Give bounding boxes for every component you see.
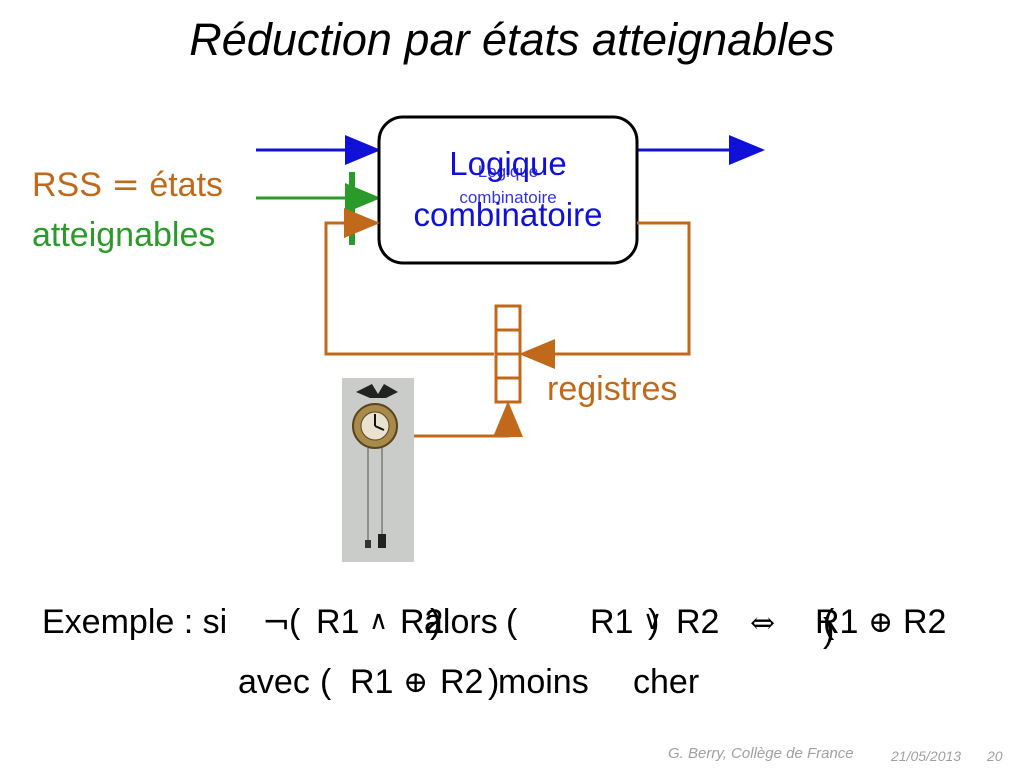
feedback-in-wire — [324, 208, 494, 356]
footer-date: 21/05/2013 — [891, 748, 962, 764]
paren-close-4: ) — [488, 663, 500, 701]
rss-prefix: RSS — [32, 166, 102, 204]
xor-symbol-1: ⊕ — [868, 605, 894, 640]
paren-open-2: ( — [506, 603, 518, 641]
rss-label: RSS = états atteignables — [32, 160, 223, 260]
r2-term-b: R2 — [676, 603, 720, 641]
xor-symbol-2: ⊕ — [403, 665, 429, 700]
register-cell — [494, 328, 522, 356]
rss-states-word: états — [149, 166, 224, 204]
logic-block-title-line2: combinatoire — [413, 196, 603, 233]
r2-term-a: R2 — [400, 603, 444, 641]
alors-word: alors — [424, 603, 498, 641]
clock-wire — [414, 401, 523, 438]
rss-reachable-word: atteignables — [32, 216, 216, 254]
cher-word: cher — [633, 663, 700, 701]
logic-block-title-line1: Logique — [449, 145, 567, 182]
paren-close-3: ) — [823, 612, 835, 650]
logic-block — [377, 115, 639, 265]
register-cell — [494, 304, 522, 332]
r2-term-d: R2 — [440, 663, 484, 701]
and-symbol: ∧ — [369, 606, 389, 636]
slide-title: Réduction par états atteignables — [189, 14, 835, 65]
footer-credit: G. Berry, Collège de France — [668, 745, 854, 762]
pendulum-clock-image — [342, 378, 414, 562]
register-cell — [494, 352, 522, 380]
paren-open-3: ( — [823, 603, 835, 641]
register-stack — [494, 304, 522, 404]
paren-close-1: ) — [430, 603, 442, 641]
r1-term-a: R1 — [316, 603, 360, 641]
logic-block-subtitle-line1: Logique — [477, 162, 539, 181]
footer-page-number: 20 — [987, 748, 1003, 764]
registers-label: registres — [547, 370, 678, 408]
moins-word: moins — [498, 663, 589, 701]
r1-term-c: R1 — [815, 603, 859, 641]
paren-open-4: ( — [320, 663, 332, 701]
register-cell — [494, 376, 522, 404]
not-symbol: ¬ — [262, 603, 291, 643]
r2-term-c: R2 — [903, 603, 947, 641]
example-lead: Exemple : si — [42, 603, 228, 641]
logic-block-subtitle-line2: combinatoire — [459, 188, 557, 207]
paren-close-2: ) — [648, 603, 660, 641]
avec-word: avec — [238, 663, 310, 701]
equals-symbol: = — [111, 165, 140, 205]
r1-term-d: R1 — [350, 663, 394, 701]
feedback-out-wire — [519, 221, 691, 369]
equivalence-symbol: ⇔ — [750, 606, 776, 641]
or-symbol: ∨ — [643, 606, 663, 636]
paren-open-1: ( — [289, 603, 301, 641]
r1-term-b: R1 — [590, 603, 634, 641]
